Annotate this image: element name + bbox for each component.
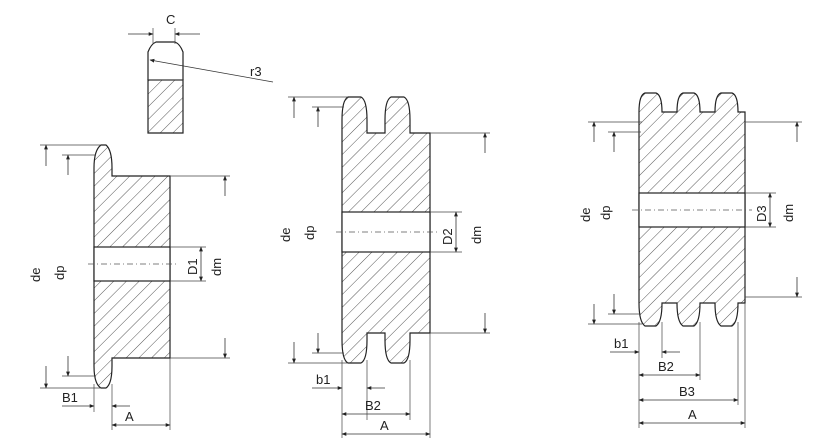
tooth-section-hatch xyxy=(147,79,184,134)
label-dm-duplex: dm xyxy=(469,226,484,244)
label-B2-duplex: B2 xyxy=(365,398,381,413)
label-D3: D3 xyxy=(754,205,769,222)
label-A-duplex: A xyxy=(380,418,389,433)
label-dm-simplex: dm xyxy=(209,258,224,276)
label-dp-duplex: dp xyxy=(302,226,317,240)
tooth-profile-detail: C r3 xyxy=(128,12,274,134)
label-C: C xyxy=(166,12,175,27)
label-D2: D2 xyxy=(440,228,455,245)
tooth-tip-outline xyxy=(147,41,184,80)
label-D1: D1 xyxy=(185,258,200,275)
label-r3: r3 xyxy=(250,64,262,79)
label-dp-triplex: dp xyxy=(598,206,613,220)
duplex-sprocket: de dp D2 dm b1 B2 A xyxy=(278,96,490,438)
label-de-simplex: de xyxy=(28,268,43,282)
label-de-duplex: de xyxy=(278,228,293,242)
label-A-triplex: A xyxy=(688,407,697,422)
label-dp-simplex: dp xyxy=(52,266,67,280)
label-b1-duplex: b1 xyxy=(316,372,330,387)
simplex-sprocket: de dp D1 dm B1 A xyxy=(28,144,230,430)
label-de-triplex: de xyxy=(578,208,593,222)
label-b1-triplex: b1 xyxy=(614,336,628,351)
label-A-simplex: A xyxy=(125,409,134,424)
label-B2-triplex: B2 xyxy=(658,359,674,374)
triplex-sprocket: de dp D3 dm b1 B2 B3 A xyxy=(578,92,802,428)
label-B1: B1 xyxy=(62,390,78,405)
label-B3: B3 xyxy=(679,384,695,399)
label-dm-triplex: dm xyxy=(781,204,796,222)
